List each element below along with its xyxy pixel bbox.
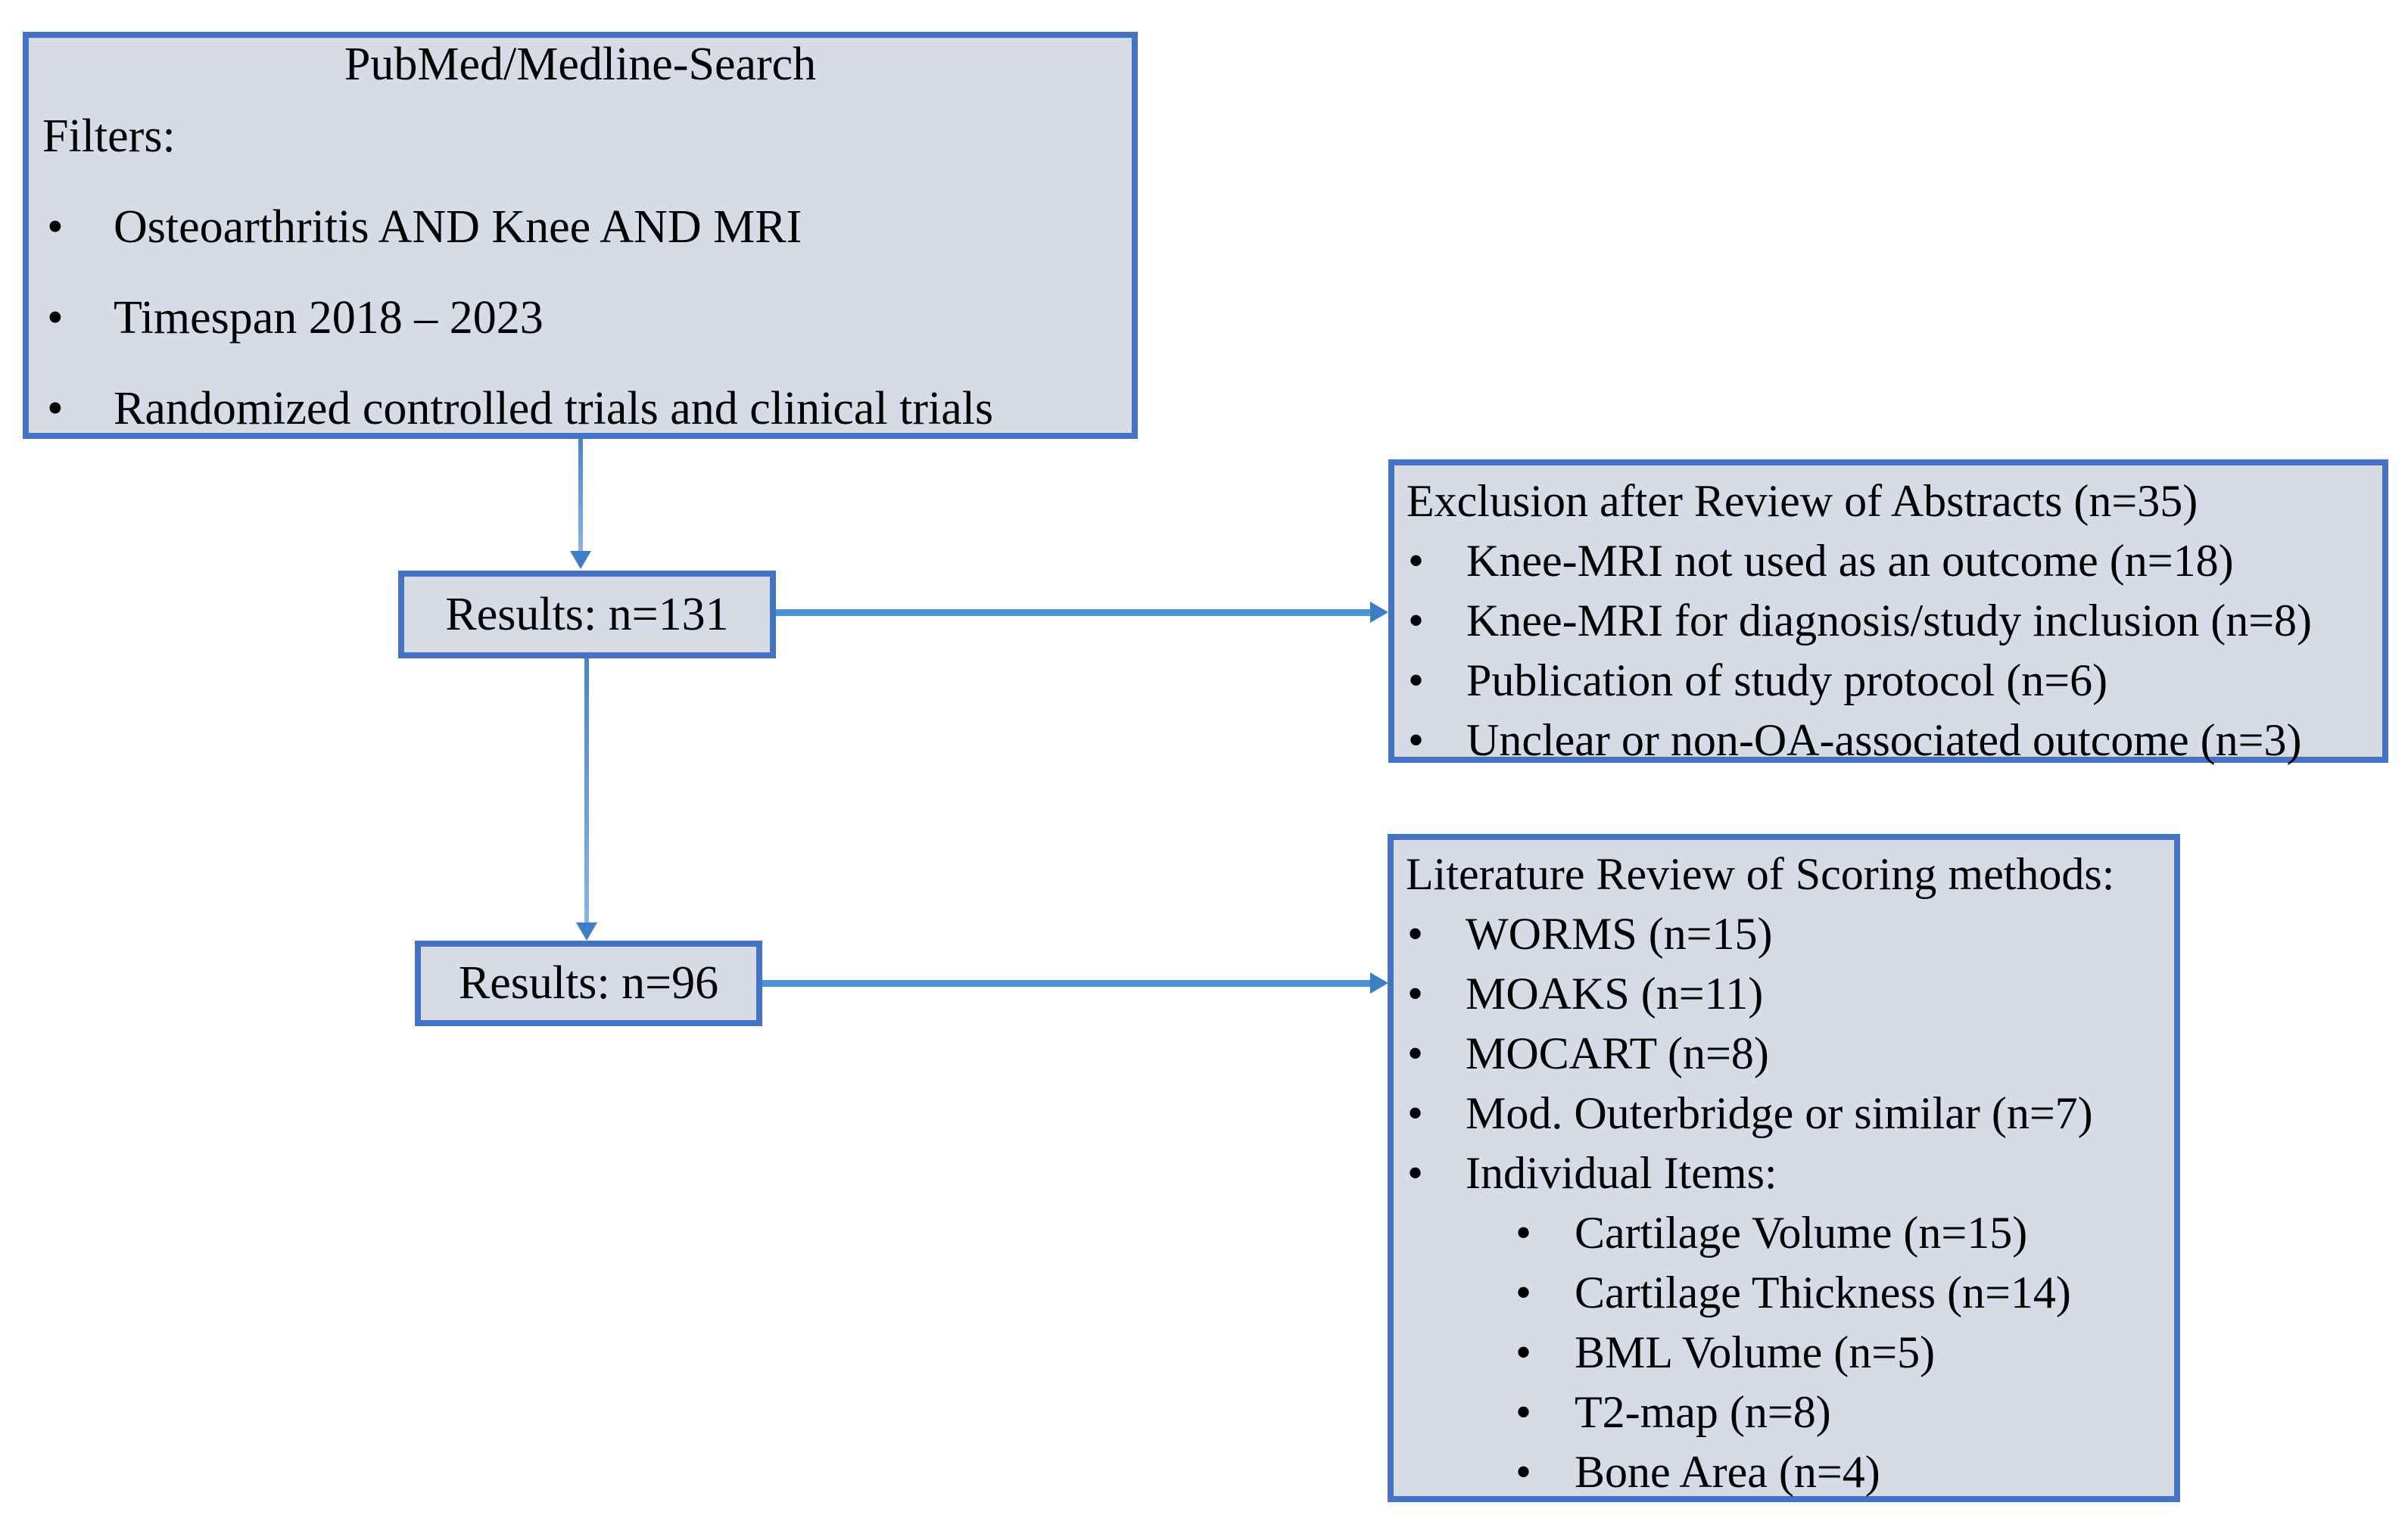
scoring-method-item: • MOAKS (n=11) [1394,964,2174,1024]
scoring-method-text: WORMS (n=15) [1466,909,1773,959]
bullet-icon: • [1408,596,1425,646]
arrow-down-icon [570,551,591,569]
search-filter-text: Randomized controlled trials and clinica… [114,382,994,434]
filters-label: Filters: [42,110,176,162]
bullet-icon: • [1516,1447,1532,1497]
search-filter-item: • Randomized controlled trials and clini… [29,363,1132,454]
exclusion-item-text: Knee-MRI not used as an outcome (n=18) [1466,536,2234,586]
individual-item-text: Bone Area (n=4) [1575,1447,1880,1497]
bullet-icon: • [1408,715,1425,765]
arrow-right-icon [1370,602,1388,623]
exclusion-item: • Knee-MRI for diagnosis/study inclusion… [1394,591,2382,651]
bullet-icon: • [1407,1148,1424,1198]
bullet-icon: • [1408,536,1425,586]
individual-item: • Bone Area (n=4) [1394,1442,2174,1502]
exclusion-item: • Knee-MRI not used as an outcome (n=18) [1394,531,2382,591]
scoring-method-item: • Mod. Outerbridge or similar (n=7) [1394,1084,2174,1143]
scoring-method-item: • MOCART (n=8) [1394,1024,2174,1084]
individual-item-text: BML Volume (n=5) [1575,1327,1936,1377]
exclusion-item: • Publication of study protocol (n=6) [1394,651,2382,711]
scoring-method-item: • Individual Items: [1394,1143,2174,1203]
connector-results96-to-literature [762,980,1372,987]
individual-item-text: T2-map (n=8) [1575,1387,1831,1437]
individual-item-text: Cartilage Thickness (n=14) [1575,1268,2071,1318]
search-filter-item: • Timespan 2018 – 2023 [29,272,1132,363]
individual-item: • T2-map (n=8) [1394,1383,2174,1442]
bullet-icon: • [1516,1387,1532,1437]
bullet-icon: • [1407,1088,1424,1138]
bullet-icon: • [1408,655,1425,705]
bullet-icon: • [1407,1028,1424,1078]
individual-item-text: Cartilage Volume (n=15) [1575,1208,2028,1258]
scoring-method-text: Mod. Outerbridge or similar (n=7) [1466,1088,2093,1138]
exclusion-box-title: Exclusion after Review of Abstracts (n=3… [1406,476,2198,526]
search-filter-text: Timespan 2018 – 2023 [114,291,544,344]
bullet-icon: • [1516,1208,1532,1258]
individual-item: • BML Volume (n=5) [1394,1323,2174,1383]
exclusion-item: • Unclear or non-OA-associated outcome (… [1394,711,2382,770]
bullet-icon: • [47,382,64,434]
bullet-icon: • [47,201,64,253]
connector-results131-to-exclusion [776,609,1372,616]
scoring-method-item: • WORMS (n=15) [1394,904,2174,964]
results-131-box: Results: n=131 [398,571,776,658]
bullet-icon: • [1407,909,1424,959]
scoring-method-text: Individual Items: [1466,1148,1777,1198]
search-filter-item: • Osteoarthritis AND Knee AND MRI [29,182,1132,272]
scoring-method-text: MOAKS (n=11) [1466,969,1764,1019]
exclusion-item-text: Unclear or non-OA-associated outcome (n=… [1466,715,2302,765]
connector-search-to-results131 [578,439,583,551]
literature-box-title: Literature Review of Scoring methods: [1406,849,2115,899]
individual-item: • Cartilage Thickness (n=14) [1394,1263,2174,1323]
scoring-method-text: MOCART (n=8) [1466,1028,1769,1078]
connector-results131-to-results96 [584,658,589,922]
exclusion-item-text: Publication of study protocol (n=6) [1466,655,2108,705]
arrow-down-icon [576,922,597,941]
results-131-label: Results: n=131 [445,588,729,640]
literature-review-box: Literature Review of Scoring methods: • … [1388,834,2180,1502]
bullet-icon: • [1516,1327,1532,1377]
search-filter-text: Osteoarthritis AND Knee AND MRI [114,201,802,253]
exclusion-box: Exclusion after Review of Abstracts (n=3… [1388,459,2388,765]
exclusion-item-text: Knee-MRI for diagnosis/study inclusion (… [1466,596,2313,646]
search-box-title: PubMed/Medline-Search [344,38,817,90]
search-filters-box: PubMed/Medline-Search Filters: • Osteoar… [23,32,1138,439]
individual-item: • Cartilage Volume (n=15) [1394,1203,2174,1263]
results-96-label: Results: n=96 [458,957,719,1009]
bullet-icon: • [1407,969,1424,1019]
bullet-icon: • [47,291,64,344]
results-96-box: Results: n=96 [415,941,762,1026]
bullet-icon: • [1516,1268,1532,1318]
arrow-right-icon [1370,972,1388,994]
